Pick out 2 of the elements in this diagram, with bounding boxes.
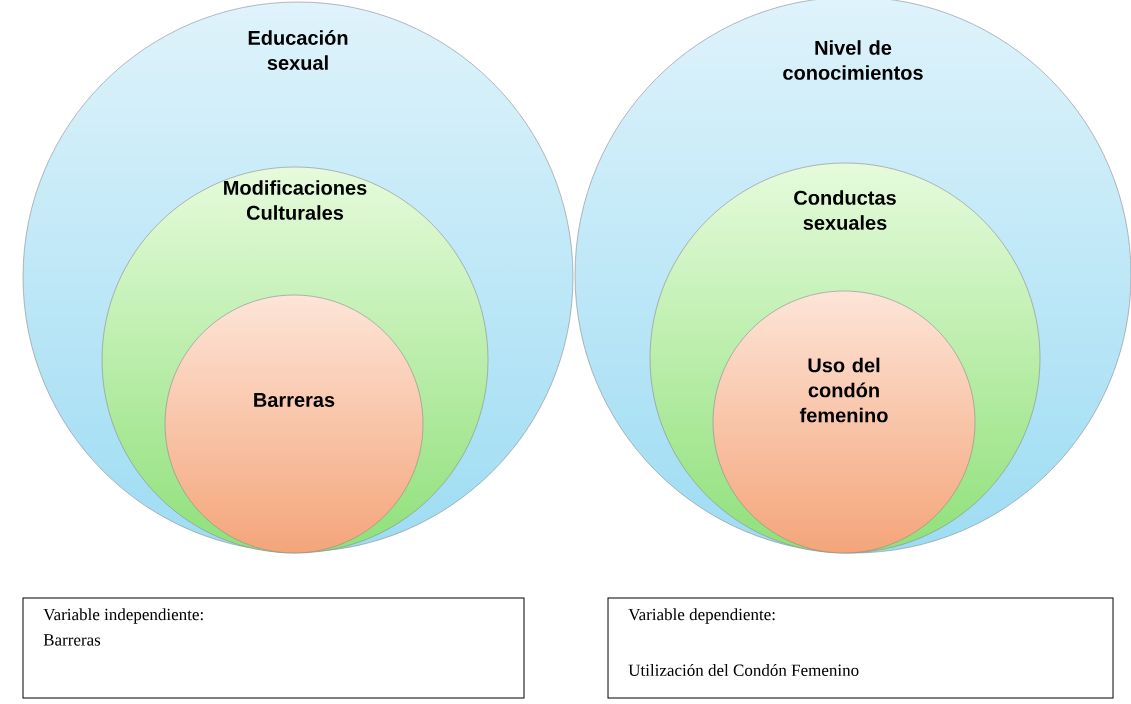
text-box: Variable independiente: Barreras [22,597,525,699]
text-box: Variable dependiente: Utilización del Condón Femenino [607,597,1114,699]
